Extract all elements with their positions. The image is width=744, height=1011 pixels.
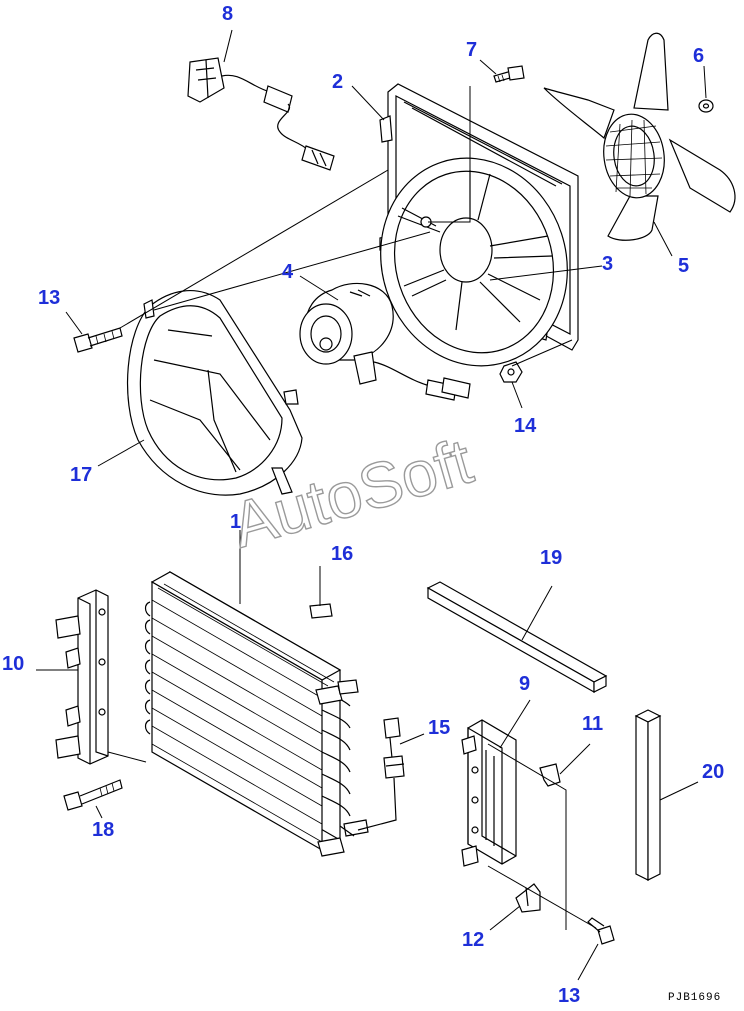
fan-shroud bbox=[379, 83, 579, 367]
leader-lines bbox=[36, 29, 707, 981]
fan-guard bbox=[126, 289, 303, 496]
bolt-top bbox=[493, 65, 525, 83]
callout-3: 3 bbox=[602, 253, 613, 275]
label-plate bbox=[309, 603, 333, 619]
fan-blade bbox=[543, 32, 736, 241]
callout-4: 4 bbox=[282, 261, 294, 283]
callout-10: 10 bbox=[2, 653, 24, 675]
condenser-core bbox=[144, 570, 369, 857]
callout-9: 9 bbox=[519, 673, 530, 695]
seal-vertical bbox=[634, 709, 662, 881]
clip-lower bbox=[515, 883, 541, 913]
callout-17: 17 bbox=[70, 464, 92, 486]
callout-5: 5 bbox=[678, 255, 689, 277]
clip-upper bbox=[539, 763, 561, 787]
pressure-switch bbox=[357, 717, 405, 831]
callout-8: 8 bbox=[222, 3, 233, 25]
callout-14: 14 bbox=[514, 415, 537, 437]
callout-6: 6 bbox=[693, 45, 704, 67]
nut bbox=[499, 361, 523, 383]
drawing-code: PJB1696 bbox=[668, 992, 721, 1004]
wiring-harness bbox=[187, 57, 335, 171]
callout-2: 2 bbox=[332, 71, 343, 93]
bolt-lower-left bbox=[63, 779, 123, 811]
callout-18: 18 bbox=[92, 819, 114, 841]
callouts: 8 2 7 6 3 5 4 13 14 17 1 16 19 10 9 11 1… bbox=[2, 3, 724, 1007]
callout-16: 16 bbox=[331, 543, 353, 565]
fan-motor bbox=[299, 282, 471, 401]
callout-13-lower: 13 bbox=[558, 985, 580, 1007]
callout-19: 19 bbox=[540, 547, 562, 569]
callout-13-upper: 13 bbox=[38, 287, 60, 309]
bolt-upper-left bbox=[73, 327, 123, 353]
washer bbox=[698, 99, 714, 113]
bolt-lower-right bbox=[587, 917, 615, 945]
callout-20: 20 bbox=[702, 761, 724, 783]
seal-long bbox=[426, 581, 608, 694]
bracket-left bbox=[55, 589, 109, 765]
callout-15: 15 bbox=[428, 717, 450, 739]
callout-1: 1 bbox=[230, 511, 241, 533]
callout-11: 11 bbox=[582, 713, 603, 735]
callout-12: 12 bbox=[462, 929, 484, 951]
bracket-right bbox=[461, 719, 517, 867]
callout-7: 7 bbox=[466, 39, 477, 61]
